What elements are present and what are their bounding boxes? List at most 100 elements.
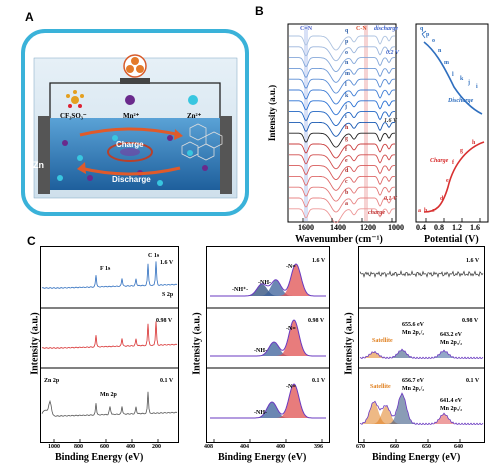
survey-spectrum [41,391,178,417]
ftir-curve-letter: k [345,92,349,99]
ftir-marker-cn1: C=N [300,26,313,32]
n1s-fit-peak [210,264,326,296]
mn-envelope [359,392,484,425]
mn-p2: 643.2 eV [440,332,462,338]
mn-v1: 1.6 V [466,258,480,264]
ftir-marker-cn2: C-N [356,26,367,32]
n1s-xlabel: Binding Energy (eV) [218,452,307,463]
n1s-neq-2: -N= [286,326,296,332]
ftir-spectrum [289,89,395,105]
panel-label-a: A [25,10,34,24]
panel-label-b: B [255,4,264,18]
ftir-ylabel: Intensity (a.u.) [267,84,277,142]
mn-xtick-650: 650 [422,444,431,450]
pot-letter: g [460,148,463,154]
pot-letter: o [432,38,435,44]
ftir-curve-letter: e [345,157,348,164]
ftir-xtick-1400: 1400 [330,223,346,232]
pot-letter: k [460,76,464,82]
ftir-v02: 0.2 V [386,50,400,56]
ftir-marker-discharge: discharge [374,26,398,32]
n1s-v3: 0.1 V [312,378,326,384]
load-icon [120,54,150,84]
ftir-spectrum [289,165,395,181]
panel-a-schematic [21,29,249,216]
survey-v2: 0.98 V [156,318,173,324]
pot-letter: b [424,208,428,214]
mn-p3b: Mn 2p₁/₂ [402,386,425,392]
pot-xtick-2: 1.2 [452,223,462,232]
ftir-spectrum [289,111,395,127]
pot-letter: h [472,140,476,146]
pot-letter: m [444,60,449,66]
ftir-curve-letter: d [345,168,349,175]
mn-xlabel: Binding Energy (eV) [372,452,461,463]
survey-s2p: S 2p [162,292,174,298]
ftir-curve-letter: i [345,114,347,121]
n1s-nh-1: -NH- [258,280,271,286]
survey-v3: 0.1 V [160,378,174,384]
pot-xtick-1: 0.8 [434,223,444,232]
discharge-label: Discharge [112,175,151,184]
ftir-curve-letter: j [345,103,347,110]
mn-p3: 656.7 eV [402,378,424,384]
ftir-curve-letter: p [345,38,349,45]
ftir-spectrum [289,132,395,148]
mn-fit-peak [360,402,483,424]
pot-charge-label: Charge [430,158,449,164]
pot-letter: a [418,208,421,214]
n1s-fit-peak [210,280,326,296]
ftir-v16: 1.6 V [384,118,398,124]
panel-b-potential [415,23,489,223]
n1s-neq-3: -N= [286,384,296,390]
survey-xtick-1000: 1000 [48,444,60,450]
ftir-spectrum [289,208,395,224]
ftir-curve-letter: a [345,200,348,207]
n1s-v2: 0.98 V [308,318,325,324]
electrode-label: Zn [33,160,44,170]
ftir-curve-letter: o [345,49,348,56]
panel-c-n1s [206,246,330,443]
survey-spectrum [41,261,178,289]
n1s-nh-3: -NH- [254,410,267,416]
ftir-xtick-1600: 1600 [298,223,314,232]
ftir-spectrum [289,78,395,94]
mn-v2: 0.98 V [462,318,479,324]
mn-fit-peak [360,406,483,424]
survey-ylabel: Intensity (a.u.) [29,312,41,375]
pot-letter: q [420,26,424,32]
ftir-curve-letter: m [345,71,350,78]
pot-letter: l [452,72,454,78]
mn-xtick-670: 670 [356,444,365,450]
mn-ylabel: Intensity (a.u.) [343,312,355,375]
mn-envelope [359,348,484,360]
pot-letter: p [426,32,430,38]
n1s-envelope [210,383,326,419]
ftir-curve-letter: q [345,28,349,34]
ftir-spectrum [289,35,395,51]
panel-label-c: C [27,234,36,248]
ftir-spectrum [289,100,395,116]
ftir-spectrum [289,175,395,191]
pot-discharge-label: Discharge [448,98,474,104]
ftir-curve-letter: n [345,60,349,67]
panel-b-ftir [287,23,397,224]
ftir-v01: 0.1 V [384,196,398,202]
ftir-curve-letter: b [345,190,349,196]
ion-label-mn: Mn²⁺ [123,112,140,120]
mn-xtick-640: 640 [454,444,463,450]
n1s-nh-2: -NH- [254,348,267,354]
mn-xtick-660: 660 [390,444,399,450]
ftir-curve-letter: f [345,146,347,153]
n1s-ylabel: Intensity (a.u.) [191,312,203,375]
n1s-envelope [210,319,326,357]
ftir-xtick-1000: 1000 [388,223,404,232]
n1s-xtick-396: 396 [314,444,323,450]
ftir-spectrum [289,46,395,62]
ftir-curve-letter: h [345,125,349,132]
pot-letter: d [440,196,444,202]
survey-spectrum [41,321,178,349]
survey-xtick-800: 800 [74,444,83,450]
n1s-fit-peak [210,320,326,356]
n1s-xtick-408: 408 [204,444,213,450]
